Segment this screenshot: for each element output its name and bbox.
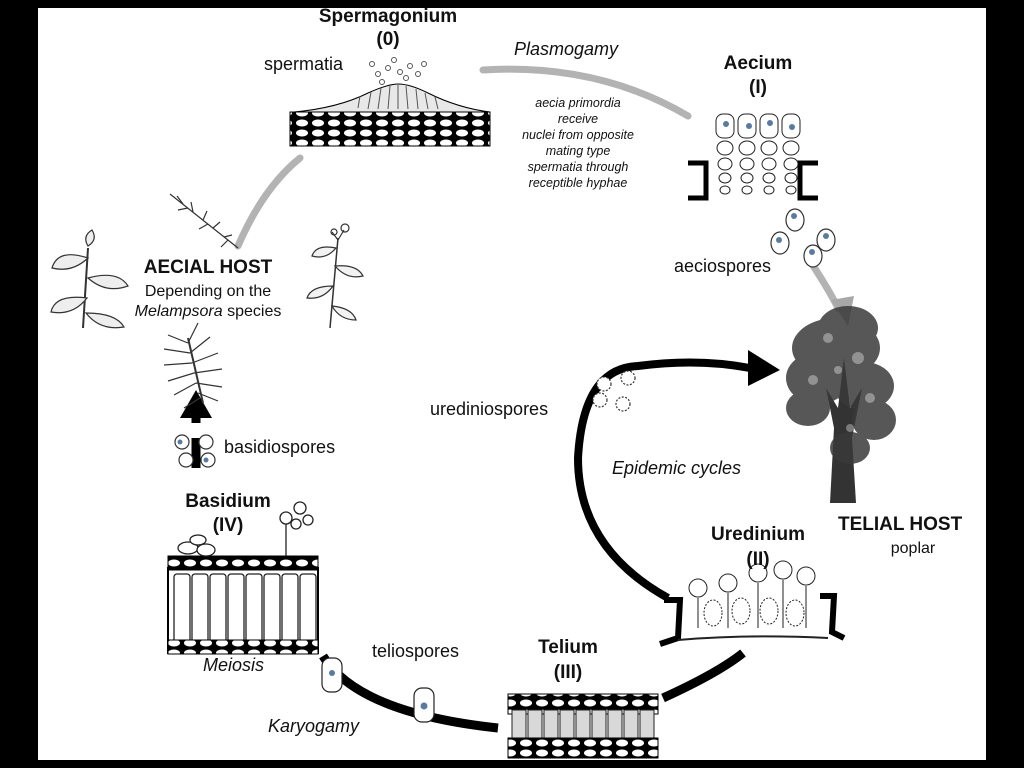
stage-telium-name: Telium <box>538 637 598 658</box>
stage-telium-numeral: (III) <box>553 662 583 683</box>
spermagonium-illustration <box>289 57 491 147</box>
aecium-illustration <box>688 113 818 201</box>
aecial-host-species-suffix: species <box>222 303 282 320</box>
plasmogamy-note-line: mating type <box>545 144 611 158</box>
plasmogamy-note-line: aecia primordia <box>535 96 621 110</box>
basidium-illustration <box>167 501 319 655</box>
basidiospores-label: basidiospores <box>224 437 336 457</box>
aecial-host-line1: Depending on the <box>144 283 272 300</box>
teliospores-illustration <box>321 657 435 723</box>
plasmogamy-label: Plasmogamy <box>514 39 619 59</box>
poplar-tree-illustration <box>786 306 896 503</box>
telial-host-subtitle: poplar <box>890 540 936 557</box>
teliospores-label: teliospores <box>372 641 460 661</box>
plasmogamy-note-line: nuclei from opposite <box>522 128 634 142</box>
stage-aecium-numeral: (I) <box>749 77 767 98</box>
stage-spermagonium-numeral: (0) <box>376 29 400 50</box>
aecial-host-title: AECIAL HOST <box>143 257 273 278</box>
telium-illustration <box>507 693 659 759</box>
stage-basidium-numeral: (IV) <box>212 515 244 536</box>
uredinium-illustration <box>659 560 846 647</box>
spermatia-label: spermatia <box>264 54 344 74</box>
telial-host-title: TELIAL HOST <box>838 514 963 535</box>
karyogamy-label: Karyogamy <box>268 716 360 736</box>
aecial-host-genus: Melampsora <box>134 303 223 320</box>
black-arc-bottom-right <box>661 649 746 703</box>
stage-uredinium-numeral: (II) <box>746 549 770 570</box>
aeciospores-label: aeciospores <box>674 256 772 276</box>
black-arrowhead-up <box>180 390 212 418</box>
epidemic-loop <box>573 358 751 602</box>
meiosis-label: Meiosis <box>203 655 265 675</box>
stage-basidium-name: Basidium <box>185 491 271 512</box>
stage-spermagonium-name: Spermagonium <box>318 8 458 27</box>
stage-uredinium-name: Uredinium <box>711 524 805 545</box>
grey-arc-left <box>234 154 304 250</box>
epidemic-cycles-label: Epidemic cycles <box>612 458 742 478</box>
plasmogamy-note-line: receptible hyphae <box>528 176 628 190</box>
aecial-host-line2: Melampsora species <box>108 303 308 321</box>
plasmogamy-note-line: receive <box>557 112 599 126</box>
diagram-graphics <box>50 57 896 759</box>
urediniospores-illustration <box>592 370 636 412</box>
urediniospores-label: urediniospores <box>430 399 549 419</box>
plasmogamy-note: aecia primordia receive nuclei from oppo… <box>498 95 658 191</box>
rust-life-cycle-diagram: Spermagonium (0) spermatia Plasmogamy ae… <box>38 8 986 760</box>
stage-aecium-name: Aecium <box>723 53 793 74</box>
basidiospores-illustration <box>174 434 216 468</box>
grey-arc-plasmogamy <box>479 65 692 120</box>
aeciospores-illustration <box>770 208 836 268</box>
plasmogamy-note-line: spermatia through <box>527 160 629 174</box>
aecial-host-plants <box>50 193 364 409</box>
epidemic-arrowhead <box>748 350 780 386</box>
